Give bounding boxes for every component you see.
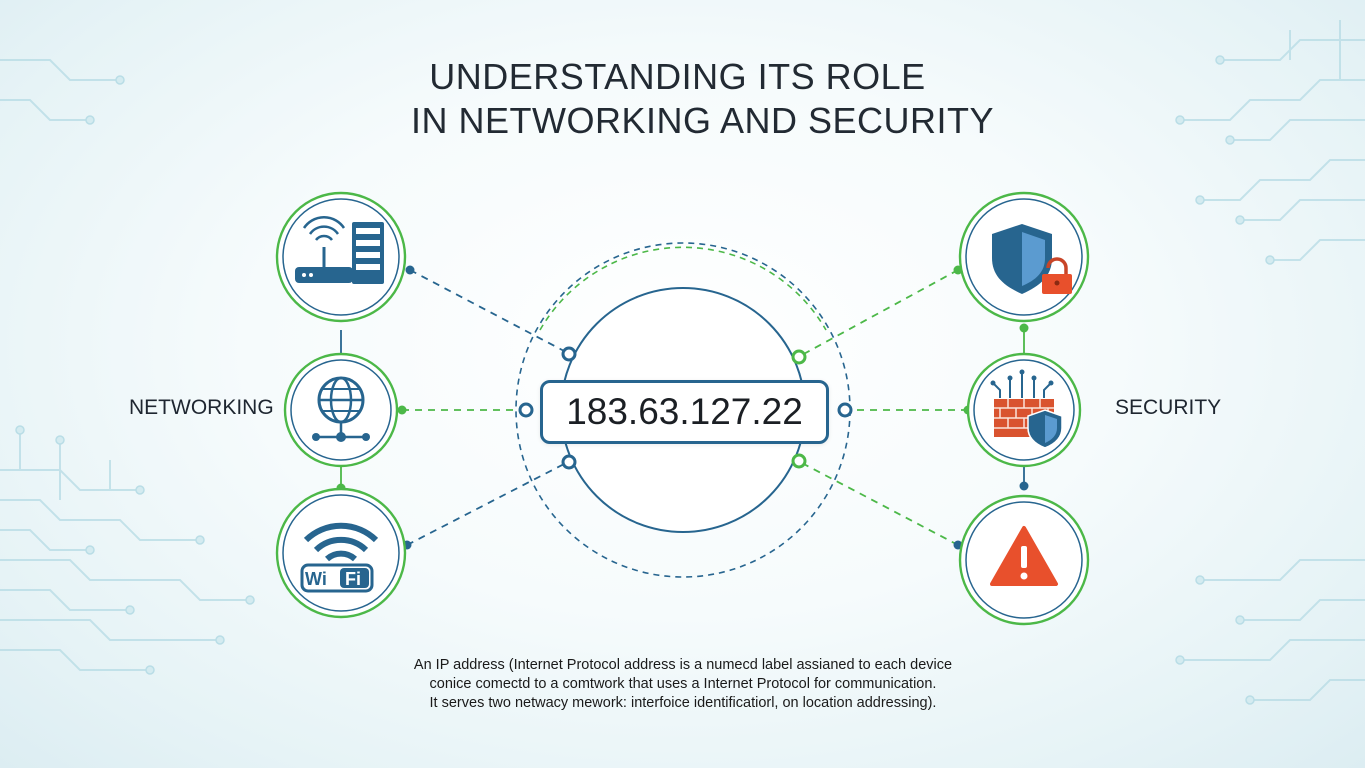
connector-router bbox=[409, 269, 567, 353]
shield-lock-icon bbox=[958, 191, 1090, 323]
ring-node bbox=[561, 454, 577, 470]
ring-node bbox=[518, 402, 534, 418]
description-line: An IP address (Internet Protocol address… bbox=[413, 657, 953, 673]
connector-shield-lock bbox=[799, 269, 959, 357]
security-label: SECURITY bbox=[1115, 396, 1222, 419]
ip-address-box: 183.63.127.22 bbox=[540, 380, 829, 444]
ring-node bbox=[561, 346, 577, 362]
ring-node bbox=[791, 349, 807, 365]
title-line-2: IN NETWORKING AND SECURITY bbox=[410, 100, 995, 141]
ring-node bbox=[837, 402, 853, 418]
title-line-1: UNDERSTANDING ITS ROLE bbox=[429, 56, 926, 97]
firewall-shield-icon bbox=[966, 352, 1082, 468]
svg-text:Fi: Fi bbox=[345, 569, 361, 589]
ring-node bbox=[791, 453, 807, 469]
svg-text:Wi: Wi bbox=[305, 569, 327, 589]
description-line: It serves two netwacy mework: interfoice… bbox=[429, 695, 937, 711]
wifi-icon: Wi Fi bbox=[275, 487, 407, 619]
description-line: conice comectd to a comtwork that uses a… bbox=[429, 676, 937, 692]
warning-icon bbox=[958, 494, 1090, 626]
globe-network-icon bbox=[283, 352, 399, 468]
connector-wifi bbox=[406, 462, 567, 546]
description-text: An IP address (Internet Protocol address… bbox=[333, 656, 1033, 713]
connector-warning bbox=[799, 461, 959, 546]
networking-label: NETWORKING bbox=[129, 396, 274, 419]
router-server-icon bbox=[275, 191, 407, 323]
